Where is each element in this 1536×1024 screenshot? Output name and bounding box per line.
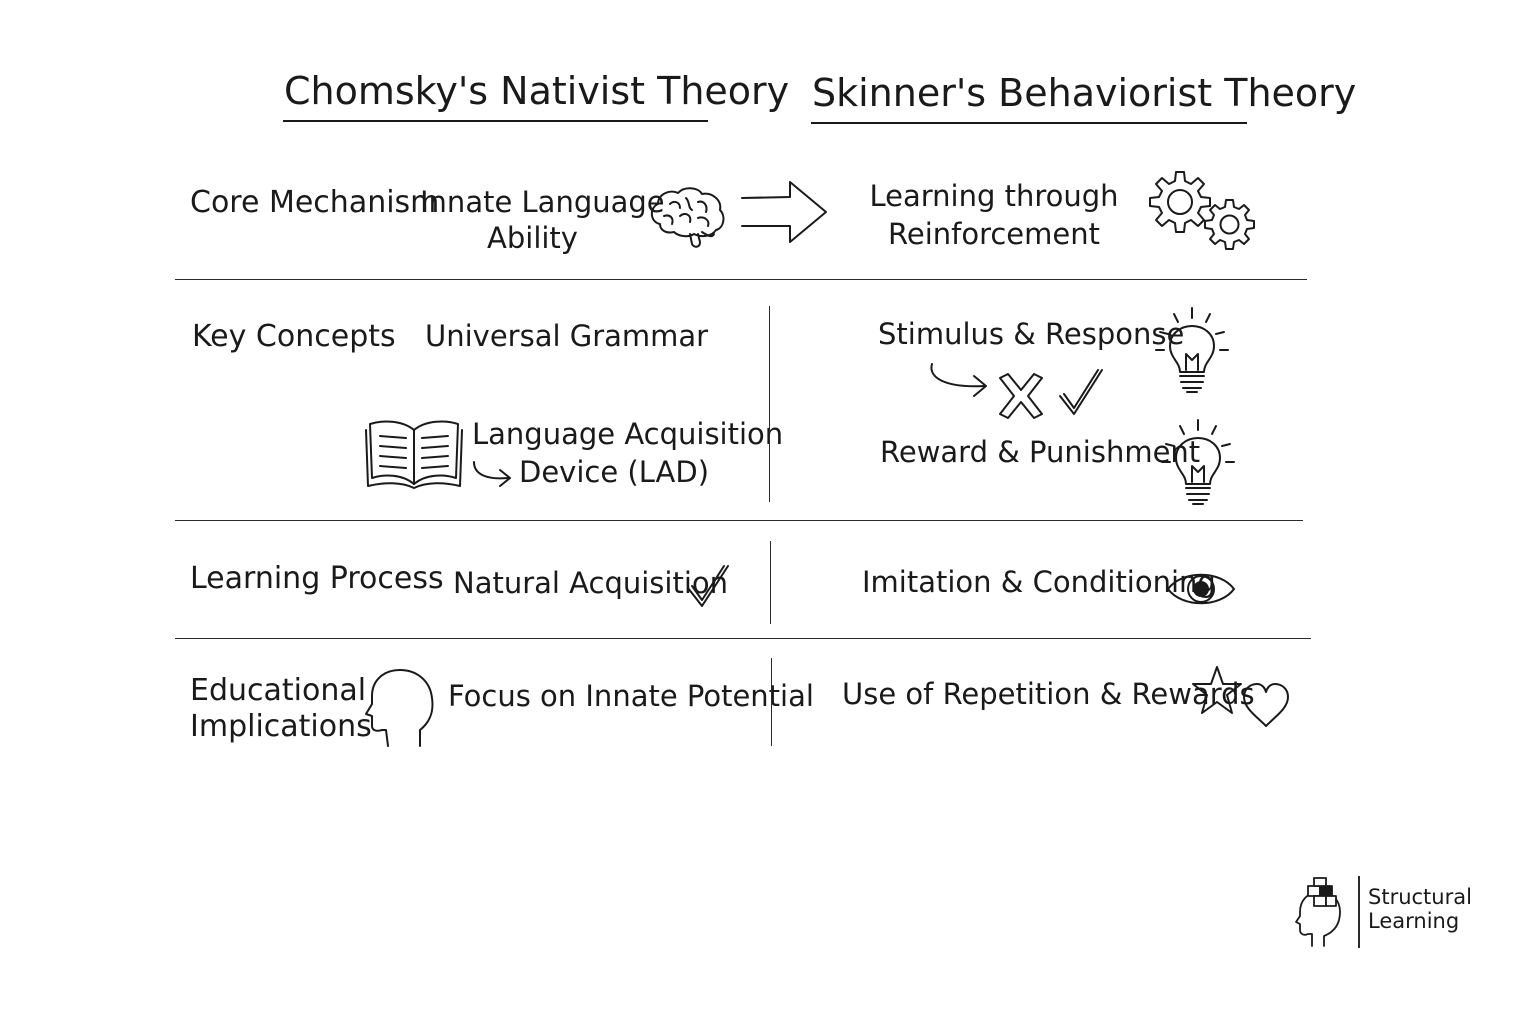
focus-innate-potential: Focus on Innate Potential xyxy=(448,679,814,713)
core-left-line2: Ability xyxy=(487,221,578,255)
lightbulb-icon xyxy=(1152,306,1232,396)
check-icon xyxy=(684,562,732,610)
natural-acquisition: Natural Acquisition xyxy=(453,566,729,600)
column-divider-row-4 xyxy=(771,658,772,746)
curved-arrow-icon xyxy=(926,360,990,400)
row-label-learning-process: Learning Process xyxy=(190,561,444,596)
universal-grammar: Universal Grammar xyxy=(425,319,709,353)
open-book-icon xyxy=(362,414,466,490)
header-chomsky-underline xyxy=(283,120,708,122)
head-profile-icon xyxy=(364,668,436,750)
logo-text-line1: Structural xyxy=(1368,885,1472,909)
imitation-conditioning: Imitation & Conditioning xyxy=(862,565,1216,599)
core-right-line1: Learning through xyxy=(869,179,1119,213)
check-icon xyxy=(1056,366,1106,418)
cross-icon xyxy=(996,372,1046,420)
star-icon xyxy=(1190,664,1244,716)
header-skinner-underline xyxy=(811,122,1247,124)
reward-punishment: Reward & Punishment xyxy=(880,435,1201,469)
heart-icon xyxy=(1240,682,1292,730)
core-right-line2: Reinforcement xyxy=(888,217,1100,251)
header-skinner: Skinner's Behaviorist Theory xyxy=(812,71,1357,115)
column-divider-row-3 xyxy=(770,541,771,624)
row-label-core-mechanism: Core Mechanism xyxy=(190,185,440,220)
arrow-right-icon xyxy=(738,178,830,246)
logo-text-line2: Learning xyxy=(1368,909,1460,933)
divider-row-1 xyxy=(175,279,1307,280)
row-label-educational-line1: Educational xyxy=(190,673,367,708)
row-label-educational-line2: Implications xyxy=(190,709,372,744)
column-divider-row-2 xyxy=(769,306,770,502)
head-puzzle-logo-icon xyxy=(1294,874,1352,948)
stimulus-response: Stimulus & Response xyxy=(878,317,1185,351)
lightbulb-icon xyxy=(1158,418,1238,508)
eye-icon xyxy=(1164,568,1238,610)
brain-icon xyxy=(646,184,728,254)
divider-row-2 xyxy=(175,520,1303,521)
divider-row-3 xyxy=(175,638,1311,639)
logo-divider xyxy=(1358,876,1360,948)
lad-line1: Language Acquisition xyxy=(472,417,784,451)
row-label-key-concepts: Key Concepts xyxy=(192,319,396,354)
gears-icon xyxy=(1140,168,1258,250)
core-left-line1: Innate Language xyxy=(420,185,665,219)
repetition-rewards: Use of Repetition & Rewards xyxy=(842,677,1255,711)
header-chomsky: Chomsky's Nativist Theory xyxy=(284,69,790,113)
curved-arrow-icon xyxy=(470,460,516,488)
lad-line2: Device (LAD) xyxy=(519,455,710,489)
